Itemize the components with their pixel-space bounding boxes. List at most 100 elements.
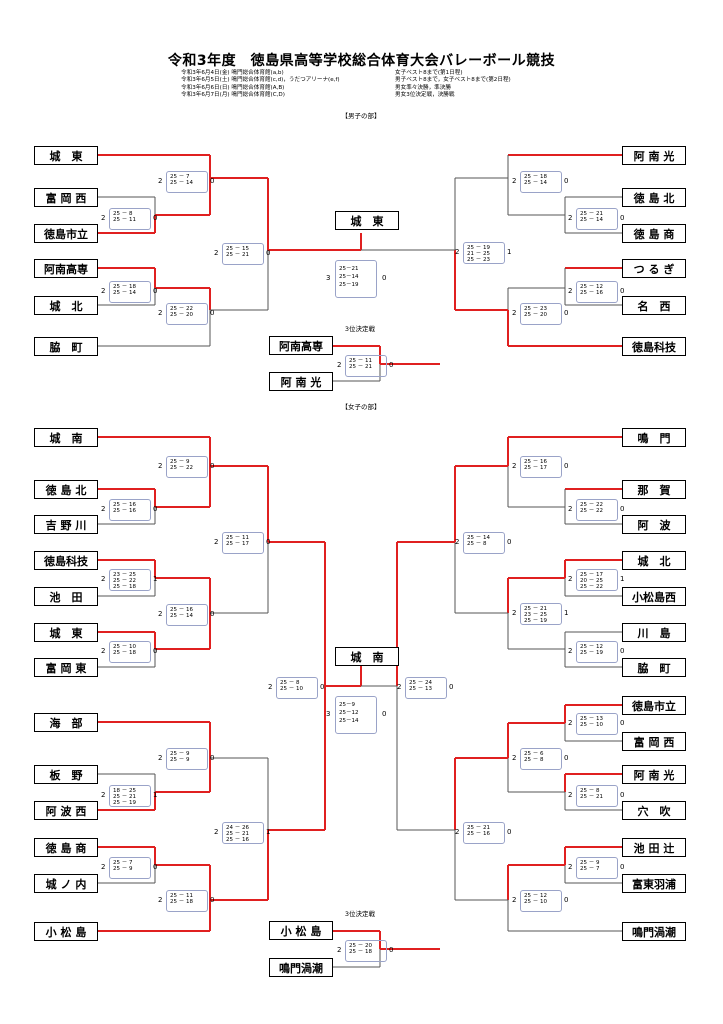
sets-lost: 1: [507, 248, 512, 256]
set-score: 25 － 7: [580, 866, 600, 872]
team-box: 徳島市立: [34, 224, 98, 243]
sets-won: 2: [337, 946, 342, 954]
sets-won: 2: [214, 828, 219, 836]
sets-lost: 0: [210, 754, 215, 762]
sets-won: 2: [158, 309, 163, 317]
sets-won: 2: [101, 287, 106, 295]
team-box: 徳島科技: [34, 551, 98, 570]
set-bracket: [520, 890, 562, 912]
set-score: 25 － 21: [580, 794, 603, 800]
set-score: 25 － 11: [113, 217, 136, 223]
set-bracket: [222, 822, 264, 844]
team-box: 城 東: [34, 146, 98, 165]
sets-won: 2: [101, 647, 106, 655]
set-score: 25 － 9: [170, 757, 190, 763]
page-title: 令和3年度 徳島県高等学校総合体育大会バレーボール競技: [167, 53, 556, 69]
team-box: 板 野: [34, 765, 98, 784]
team-box: 徳島市立: [622, 696, 686, 715]
set-score: 25 － 10: [113, 644, 136, 650]
sets-won: 2: [568, 647, 573, 655]
set-score: 25 － 17: [524, 465, 547, 471]
set-bracket: [576, 641, 618, 663]
sets-lost: 0: [320, 683, 325, 691]
sets-won: 2: [337, 361, 342, 369]
set-score: 25 － 20: [170, 312, 193, 318]
team-box: 徳 島 商: [34, 838, 98, 857]
sets-lost: 0: [153, 863, 158, 871]
set-bracket: [576, 499, 618, 521]
schedule-left: 令和3年6月4日(金) 鳴門総合体育館(a,b) 令和3年6月5日(土) 鳴門総…: [181, 70, 340, 100]
set-score: 25 － 16: [580, 290, 603, 296]
set-score: 25 － 22: [580, 508, 603, 514]
set-score: 25 － 6: [524, 751, 544, 757]
sets-won: 2: [512, 462, 517, 470]
sets-won: 2: [214, 538, 219, 546]
team-box: 阿 南 光: [269, 372, 333, 391]
team-box: 小 松 島: [34, 922, 98, 941]
set-score: 25－21: [339, 266, 359, 272]
set-bracket: [109, 208, 151, 230]
set-bracket: [520, 748, 562, 770]
team-box: 富 岡 西: [34, 188, 98, 207]
set-score: 25 － 15: [226, 246, 249, 252]
set-score: 25 － 18: [524, 174, 547, 180]
team-box: 徳 島 商: [622, 224, 686, 243]
set-score: 25 － 9: [170, 459, 190, 465]
set-score: 23 － 25: [524, 612, 547, 618]
set-score: 25 － 14: [467, 535, 490, 541]
set-bracket: [109, 499, 151, 521]
set-score: 25 － 9: [113, 866, 133, 872]
set-score: 25 － 22: [580, 502, 603, 508]
set-bracket: [109, 857, 151, 879]
sets-won: 2: [455, 828, 460, 836]
sets-lost: 0: [507, 538, 512, 546]
set-score: 25 － 16: [170, 607, 193, 613]
team-box: 那 賀: [622, 480, 686, 499]
set-bracket: [520, 603, 562, 625]
set-score: 25 － 12: [524, 893, 547, 899]
set-bracket: [463, 532, 505, 554]
sets-won: 2: [101, 505, 106, 513]
set-bracket: [576, 208, 618, 230]
schedule-line: 男女準々決勝，準決勝: [395, 84, 451, 91]
set-score: 25 － 18: [113, 584, 136, 590]
sets-lost: 1: [153, 575, 158, 583]
team-box: 名 西: [622, 296, 686, 315]
set-score: 25 － 8: [280, 680, 300, 686]
sets-lost: 0: [266, 249, 271, 257]
set-bracket: [222, 243, 264, 265]
set-score: 25 － 19: [113, 800, 136, 806]
team-box: 城 南: [34, 428, 98, 447]
schedule-line: 男子ベスト8まで，女子ベスト8まで(第2日程): [395, 77, 511, 84]
sets-won: 2: [455, 248, 460, 256]
sets-lost: 0: [382, 710, 387, 718]
champion-box: 城 東: [335, 211, 399, 230]
set-bracket: [520, 171, 562, 193]
girls-third-place-label: 3位決定戦: [344, 910, 376, 918]
set-bracket: [109, 569, 151, 591]
sets-won: 2: [158, 896, 163, 904]
set-score: 25 － 18: [113, 284, 136, 290]
sets-lost: 0: [564, 896, 569, 904]
team-box: 富東羽浦: [622, 874, 686, 893]
set-score: 25 － 10: [580, 722, 603, 728]
sets-lost: 0: [620, 863, 625, 871]
sets-lost: 0: [266, 538, 271, 546]
sets-lost: 0: [507, 828, 512, 836]
set-score: 25 － 14: [170, 613, 193, 619]
set-score: 25 － 18: [349, 949, 372, 955]
